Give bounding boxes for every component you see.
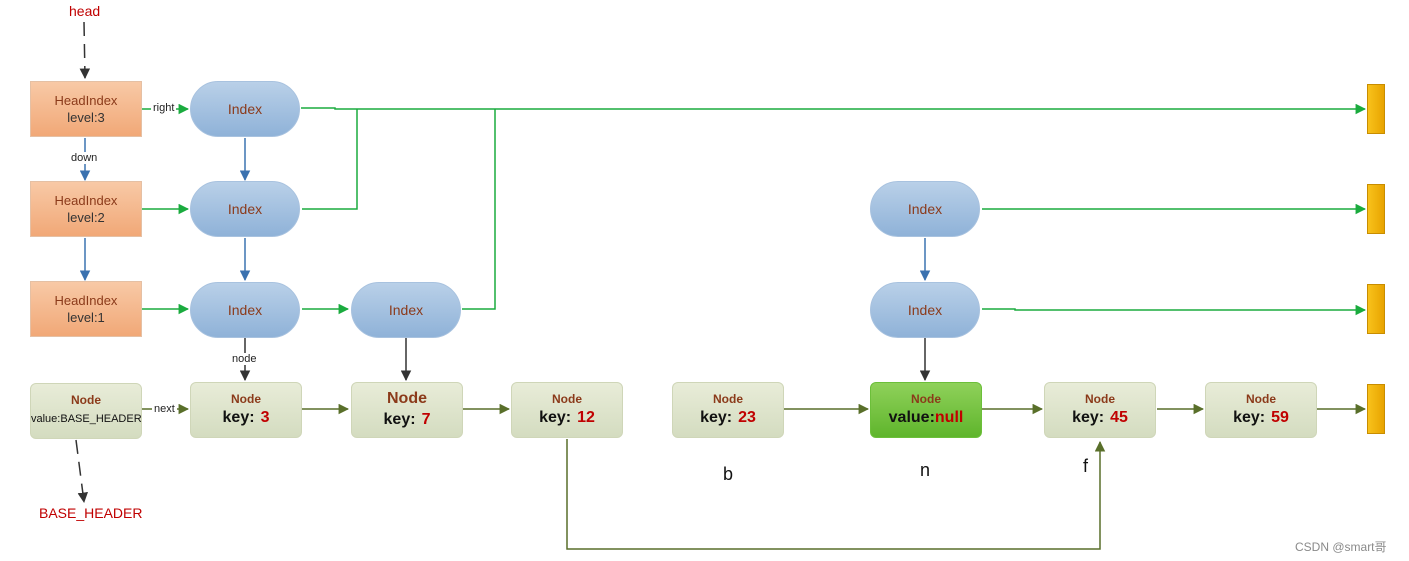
node-key-value: 7 [421, 411, 431, 428]
null-tail-level-1 [1367, 284, 1385, 334]
node-title: Node [911, 391, 941, 406]
node-key-value: 3 [260, 408, 270, 426]
node-value-null: Node value:null [870, 382, 982, 438]
node-key-value: 45 [1110, 408, 1128, 426]
index-node: Index [870, 282, 980, 338]
next-label: next [152, 403, 177, 415]
head-index-level-1: HeadIndex level:1 [30, 281, 142, 337]
index-node: Index [351, 282, 461, 338]
node-key-label: key: [1233, 408, 1266, 426]
node-title: Node [713, 391, 743, 406]
head-pointer-arrow [79, 21, 91, 80]
node-title: Node [1246, 391, 1276, 406]
watermark: CSDN @smart哥 [1295, 540, 1387, 554]
node-label: node [230, 353, 259, 365]
index-node: Index [190, 282, 300, 338]
index-node: Index [190, 81, 300, 137]
node-key-value: null [934, 408, 964, 426]
node-base-header: Node value:BASE_HEADER [30, 383, 142, 439]
node-key-label: key: [383, 411, 416, 428]
head-index-title: HeadIndex [54, 293, 118, 308]
node-key-value: 23 [738, 408, 756, 426]
node-key-3: Node key: 3 [190, 382, 302, 438]
node-value: value:BASE_HEADER [31, 412, 142, 425]
index-node: Index [190, 181, 300, 237]
node-key-label: key: [222, 408, 255, 426]
right-label: right [151, 102, 177, 114]
base-header-pointer-arrow [75, 439, 88, 504]
null-tail-nodes [1367, 384, 1385, 434]
head-label: head [69, 3, 101, 19]
node-key-label: key: [1072, 408, 1105, 426]
head-index-level-2: HeadIndex level:2 [30, 181, 142, 237]
level2-right-link [302, 109, 358, 210]
node-key-23: Node key: 23 [672, 382, 784, 438]
node-key-45: Node key: 45 [1044, 382, 1156, 438]
level3-right-link [301, 103, 1367, 115]
head-index-title: HeadIndex [54, 193, 118, 208]
level1-right-tail-link [982, 304, 1367, 316]
node-key-value: 59 [1271, 408, 1289, 426]
node-key-12: Node key: 12 [511, 382, 623, 438]
down-label: down [69, 152, 100, 164]
var-label-f: f [1083, 456, 1089, 476]
level1-index2-link [462, 109, 496, 310]
node-title: Node [231, 391, 261, 406]
head-index-title: HeadIndex [54, 93, 118, 108]
node-key-label: value: [888, 408, 935, 426]
node-key-59: Node key: 59 [1205, 382, 1317, 438]
node-title: Node [71, 392, 101, 407]
bypass-arrow-12-45 [566, 439, 1106, 550]
node-key-label: key: [700, 408, 733, 426]
node-key-label: key: [539, 408, 572, 426]
head-index-level: level:2 [67, 210, 105, 225]
var-label-n: n [920, 460, 931, 480]
head-index-level: level:1 [67, 310, 105, 325]
node-title: Node [387, 390, 427, 407]
head-index-level-3: HeadIndex level:3 [30, 81, 142, 137]
null-tail-level-3 [1367, 84, 1385, 134]
index-node: Index [870, 181, 980, 237]
node-key-7: Node key: 7 [351, 382, 463, 438]
base-header-label: BASE_HEADER [39, 505, 143, 521]
node-title: Node [552, 391, 582, 406]
null-tail-level-2 [1367, 184, 1385, 234]
node-key-value: 12 [577, 408, 595, 426]
node-title: Node [1085, 391, 1115, 406]
var-label-b: b [723, 464, 734, 484]
head-index-level: level:3 [67, 110, 105, 125]
